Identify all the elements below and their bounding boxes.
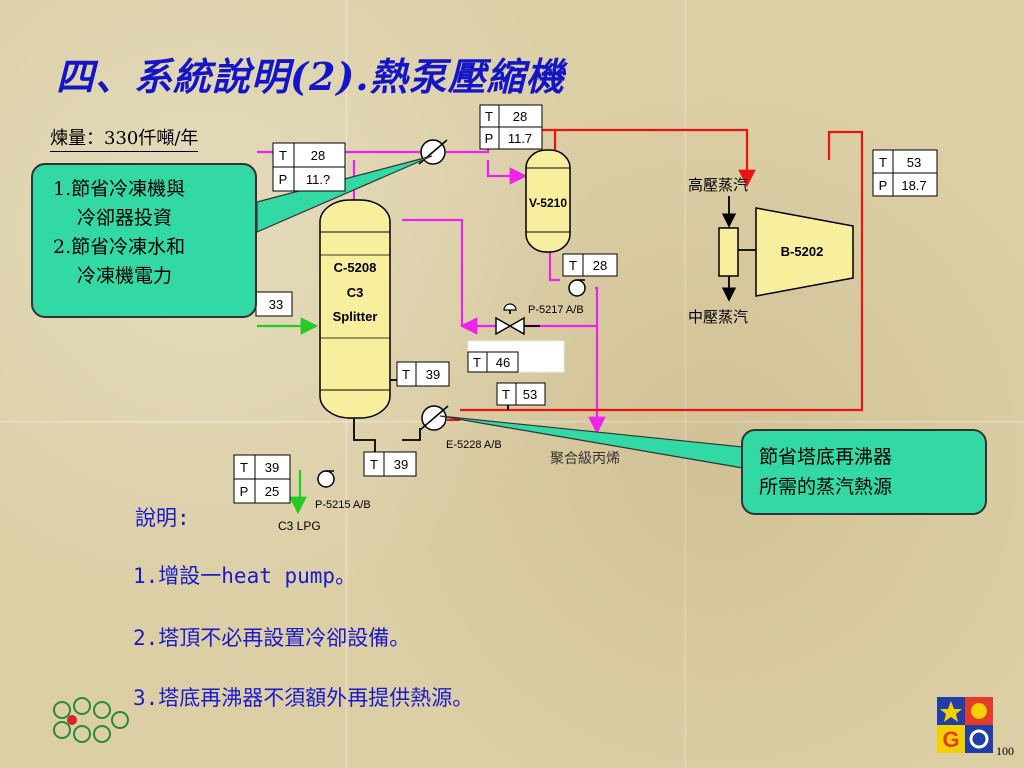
pump-icon <box>568 279 586 297</box>
page-number: 100 <box>996 744 1014 758</box>
tag-mid-line: T 46 <box>467 340 565 373</box>
svg-text:53: 53 <box>907 155 921 170</box>
column-label-3: Splitter <box>333 309 378 324</box>
polymer-propylene-label: 聚合級丙烯 <box>550 451 620 467</box>
logo-icon <box>53 697 129 743</box>
column-label-2: C3 <box>347 285 364 300</box>
medium-pressure-steam-label: 中壓蒸汽 <box>688 308 748 326</box>
c3-lpg-label: C3 LPG <box>278 519 321 533</box>
svg-text:T: T <box>240 460 248 475</box>
svg-text:T: T <box>279 148 287 163</box>
svg-text:T: T <box>370 457 378 472</box>
heat-exchanger-icon <box>419 405 449 431</box>
svg-text:46: 46 <box>496 355 510 370</box>
svg-text:P: P <box>485 131 494 146</box>
tag-hot-line: T 53 <box>496 382 546 406</box>
callout-savings-reboiler: 節省塔底再沸器 所需的蒸汽熱源 <box>741 429 987 515</box>
svg-text:39: 39 <box>394 457 408 472</box>
callout-line: 冷卻器投資 <box>77 207 173 229</box>
drum-v5210: V-5210 <box>525 149 571 253</box>
svg-text:T: T <box>502 387 510 402</box>
svg-text:18.7: 18.7 <box>901 178 926 193</box>
svg-text:33: 33 <box>269 297 283 312</box>
svg-text:39: 39 <box>426 367 440 382</box>
note-item: 1.增設一heat pump。 <box>133 564 357 588</box>
column-label-1: C-5208 <box>334 260 377 275</box>
svg-text:T: T <box>473 355 481 370</box>
tag-feed: 33 <box>255 291 293 317</box>
yield-label: 煉量：330仟噸/年 <box>50 124 199 152</box>
svg-text:25: 25 <box>265 484 279 499</box>
tag-exchanger-out: T 39 <box>363 451 417 477</box>
svg-text:P: P <box>879 178 888 193</box>
svg-text:G: G <box>942 727 959 752</box>
tag-column-top: T 28 P 11.? <box>272 142 346 192</box>
svg-text:28: 28 <box>513 109 527 124</box>
note-item: 2.塔頂不必再設置冷卻設備。 <box>133 626 411 650</box>
svg-text:28: 28 <box>593 258 607 273</box>
exchanger-label: E-5228 A/B <box>446 439 502 451</box>
tag-bottom-out: T 39 P 25 <box>233 454 291 504</box>
high-pressure-steam-label: 高壓蒸汽 <box>688 176 748 194</box>
tag-drum-bottom: T 28 <box>562 253 618 277</box>
svg-text:11.7: 11.7 <box>508 131 532 146</box>
valve-icon <box>495 303 525 336</box>
svg-text:T: T <box>402 367 410 382</box>
svg-text:T: T <box>569 258 577 273</box>
compressor-b5202: B-5202 <box>718 207 854 297</box>
callout-savings-cooling: 1.節省冷凍機與 冷卻器投資 2.節省冷凍水和 冷凍機電力 <box>31 163 257 318</box>
svg-text:39: 39 <box>265 460 279 475</box>
svg-text:P: P <box>279 172 288 187</box>
note-item: 3.塔底再沸器不須額外再提供熱源。 <box>133 686 474 710</box>
compressor-label: B-5202 <box>781 244 824 259</box>
pump-bottom-label: P-5215 A/B <box>315 499 371 511</box>
drum-label: V-5210 <box>529 196 567 210</box>
tag-drum-top: T 28 P 11.7 <box>479 104 543 150</box>
column-c5208: C-5208 C3 Splitter <box>319 199 391 419</box>
svg-text:53: 53 <box>523 387 537 402</box>
tag-column-side: T 39 <box>396 361 450 387</box>
svg-text:P: P <box>240 484 249 499</box>
slide-title: 四、系統說明(2).熱泵壓縮機 <box>56 54 565 99</box>
svg-text:11.?: 11.? <box>306 172 330 187</box>
callout-line: 節省塔底再沸器 <box>759 446 893 468</box>
callout-line: 所需的蒸汽熱源 <box>759 476 893 498</box>
pump-top-label: P-5217 A/B <box>528 304 584 316</box>
tag-compressor-out: T 53 P 18.7 <box>872 149 938 197</box>
notes-heading: 說明: <box>135 506 190 530</box>
steam-lines <box>353 196 756 452</box>
feed-product-lines <box>257 317 319 515</box>
svg-text:T: T <box>485 109 493 124</box>
callout-line: 2.節省冷凍水和 <box>53 236 186 258</box>
logo-icon: G <box>937 697 993 753</box>
pump-icon <box>317 470 335 488</box>
svg-text:T: T <box>879 155 887 170</box>
svg-text:28: 28 <box>311 148 325 163</box>
callout-line: 冷凍機電力 <box>77 265 173 287</box>
callout-line: 1.節省冷凍機與 <box>53 178 186 200</box>
